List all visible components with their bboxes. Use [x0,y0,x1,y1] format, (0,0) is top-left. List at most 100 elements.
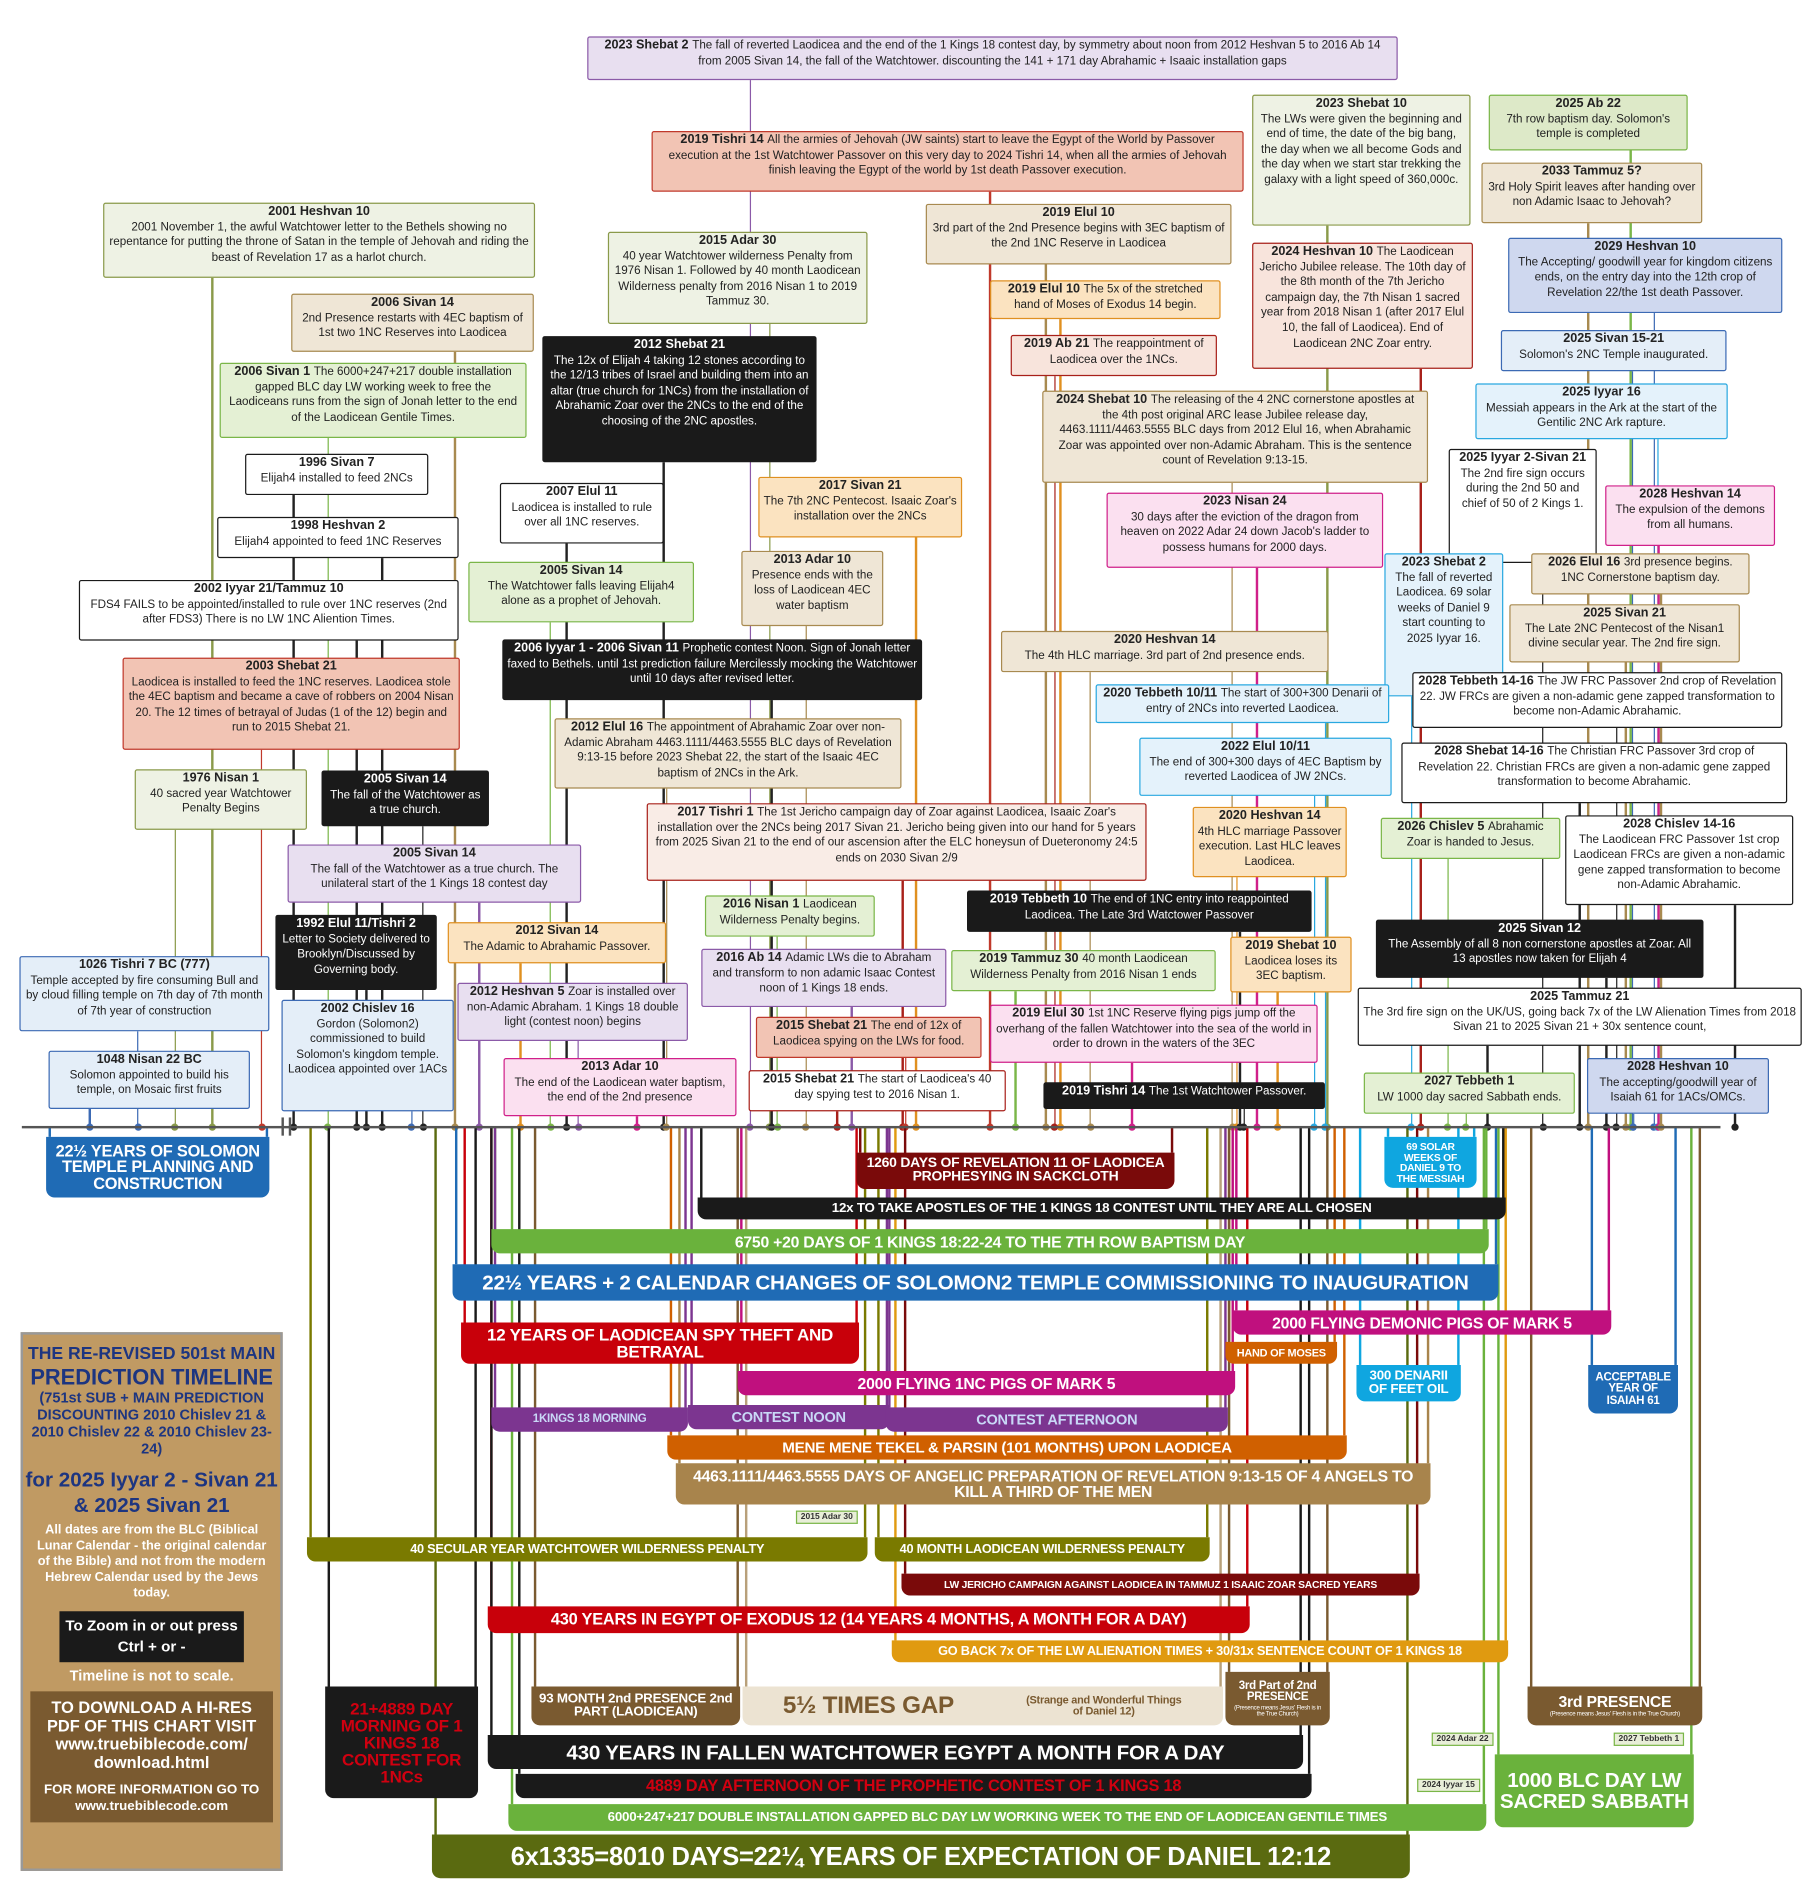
bar-connector-line [1529,1127,1532,1687]
event-description: Solomon appointed to build his temple, o… [69,1068,229,1098]
event-description: Zoar is installed over non-Adamic Abraha… [466,985,679,1030]
scale-note: Timeline is not to scale. [69,1667,234,1685]
event-date: 2023 Shebat 2 [1401,555,1486,570]
event-description: The Laodicean Jericho Jubilee release. T… [1259,245,1466,351]
event-description: The fall of the Watchtower as a true chu… [310,862,559,891]
period-bar-label: 12 YEARS OF LAODICEAN SPY THEFT AND BETR… [486,1324,834,1362]
event-description: The end of 1NC entry into reappointed La… [1024,892,1289,922]
bar-connector-line [463,1127,466,1323]
connector-line [88,1108,91,1126]
event-date: 2006 Sivan 14 [371,296,454,310]
period-bar-label: 93 MONTH 2nd PRESENCE 2nd PART (LAODICEA… [539,1691,733,1720]
period-bar: 40 MONTH LAODICEAN WILDERNESS PENALTY [874,1537,1210,1562]
period-bar-label: 6x1335=8010 DAYS=22¼ YEARS OF EXPECTATIO… [510,1842,1332,1871]
panel-title: THE RE-REVISED 501st MAIN [27,1344,276,1364]
panel-dates: for 2025 Iyyar 2 - Sivan 21 & 2025 Sivan… [25,1468,278,1517]
event-description: The expulsion of the demons from all hum… [1615,503,1765,532]
bar-connector-line [48,1127,51,1137]
event-description: Elijah4 installed to feed 2NCs [260,471,413,485]
event-description: Laodicea is installed to rule over all 1… [511,500,652,530]
more-info-link[interactable]: FOR MORE INFORMATION GO TO www.truebible… [44,1782,260,1814]
event-date: 2016 Ab 14 [716,951,782,965]
event-description: Elijah4 appointed to feed 1NC Reserves [234,534,442,548]
period-bar: 21+4889 DAY MORNING OF 1 KINGS 18 CONTES… [325,1686,479,1799]
event-description: The Watchtower falls leaving Elijah4 alo… [487,579,675,609]
connector-line [662,462,665,1126]
panel-subtitle: (751st SUB + MAIN PREDICTION DISCOUNTING… [31,1389,272,1458]
period-bar: 430 YEARS IN FALLEN WATCHTOWER EGYPT A M… [487,1735,1304,1769]
event-description: 40 year Watchtower wilderness Penalty fr… [614,249,861,309]
event-description: The 3rd fire sign on the UK/US, going ba… [1363,1005,1797,1034]
period-bar-label: 1000 BLC DAY LW SACRED SABBATH [1499,1768,1689,1813]
event-date: 1976 Nisan 1 [182,771,260,786]
event-date: 2024 Shebat 10 [1056,393,1148,407]
period-bar-label: LW JERICHO CAMPAIGN AGAINST LAODICEA IN … [944,1578,1378,1591]
download-link[interactable]: TO DOWNLOAD A HI-RES PDF OF THIS CHART V… [46,1698,257,1772]
legend-panel: THE RE-REVISED 501st MAIN PREDICTION TIM… [20,1332,283,1871]
bar-connector-line [1690,1127,1692,1755]
event-date: 2023 Nisan 24 [1203,495,1287,509]
event-date: 2028 Heshvan 14 [1639,487,1741,502]
bar-connector-line [877,1127,880,1538]
event-description: All the armies of Jehovah (JW saints) st… [668,133,1227,178]
period-bar-label: GO BACK 7x OF THE LW ALIENATION TIMES + … [938,1643,1462,1659]
bar-connector-line [434,1127,437,1835]
period-bar: 2000 FLYING 1NC PIGS OF MARK 5 [737,1371,1236,1396]
download-box: TO DOWNLOAD A HI-RES PDF OF THIS CHART V… [30,1691,273,1823]
event-date: 2025 Iyyar 16 [1562,385,1641,400]
period-bar-label: 5½ TIMES GAP [782,1692,954,1720]
event-description: The 2nd fire sign occurs during the 2nd … [1460,466,1585,511]
period-bar-label: 300 DENARII OF FEET OIL [1368,1368,1449,1397]
event-description: The start of 300+300 Denarii of entry of… [1145,686,1382,716]
event-description: 3rd part of the 2nd Presence begins with… [932,221,1225,251]
bar-connector-line [1299,1127,1302,1736]
period-bar: CONTEST NOON [687,1405,890,1430]
connector-line [1059,319,1062,1126]
bar-connector-line [1485,1127,1487,1230]
event-date: 2019 Tishri 14 [1062,1084,1146,1099]
event-description: Laodicea is installed to feed the 1NC re… [128,675,454,735]
event-description: Letter to Society delivered to Brooklyn/… [282,932,430,977]
bar-connector-line [1497,1127,1500,1755]
event-date: 2022 Elul 10/11 [1220,740,1310,754]
event-description: Solomon's 2NC Temple inaugurated. [1519,347,1709,362]
event-date: 2028 Chislev 14-16 [1623,817,1736,832]
bar-connector-line [1415,1127,1418,1574]
period-bar: 4463.1111/4463.5555 DAYS OF ANGELIC PREP… [675,1463,1431,1505]
event-description: The 5x of the stretched hand of Moses of… [1014,282,1203,312]
connector-line [850,1007,853,1126]
connector-line [1231,482,1234,1126]
event-description: The start of Laodicea's 40 day spying te… [794,1072,992,1102]
timeline-date-marker[interactable] [1731,1123,1739,1131]
event-date: 2026 Elul 16 [1548,555,1621,570]
period-bar: LW JERICHO CAMPAIGN AGAINST LAODICEA IN … [901,1573,1420,1596]
event-description: The Laodicean FRC Passover 1st crop Laod… [1573,833,1785,893]
event-description: 40 sacred year Watchtower Penalty Begins [150,786,292,816]
period-bar-label: MENE MENE TEKEL & PARSIN (101 MONTHS) UP… [782,1438,1232,1456]
period-bar-label: CONTEST NOON [731,1408,846,1426]
connector-line [665,788,668,1126]
bar-connector-line [474,1127,477,1687]
event-date: 2028 Shebat 14-16 [1434,744,1544,759]
bar-connector-line [533,1127,536,1687]
event-description: 2001 November 1, the awful Watchtower le… [109,220,529,265]
event-date: 2012 Heshvan 5 [469,985,565,999]
event-description: The JW FRC Passover 2nd crop of Revelati… [1419,674,1777,719]
